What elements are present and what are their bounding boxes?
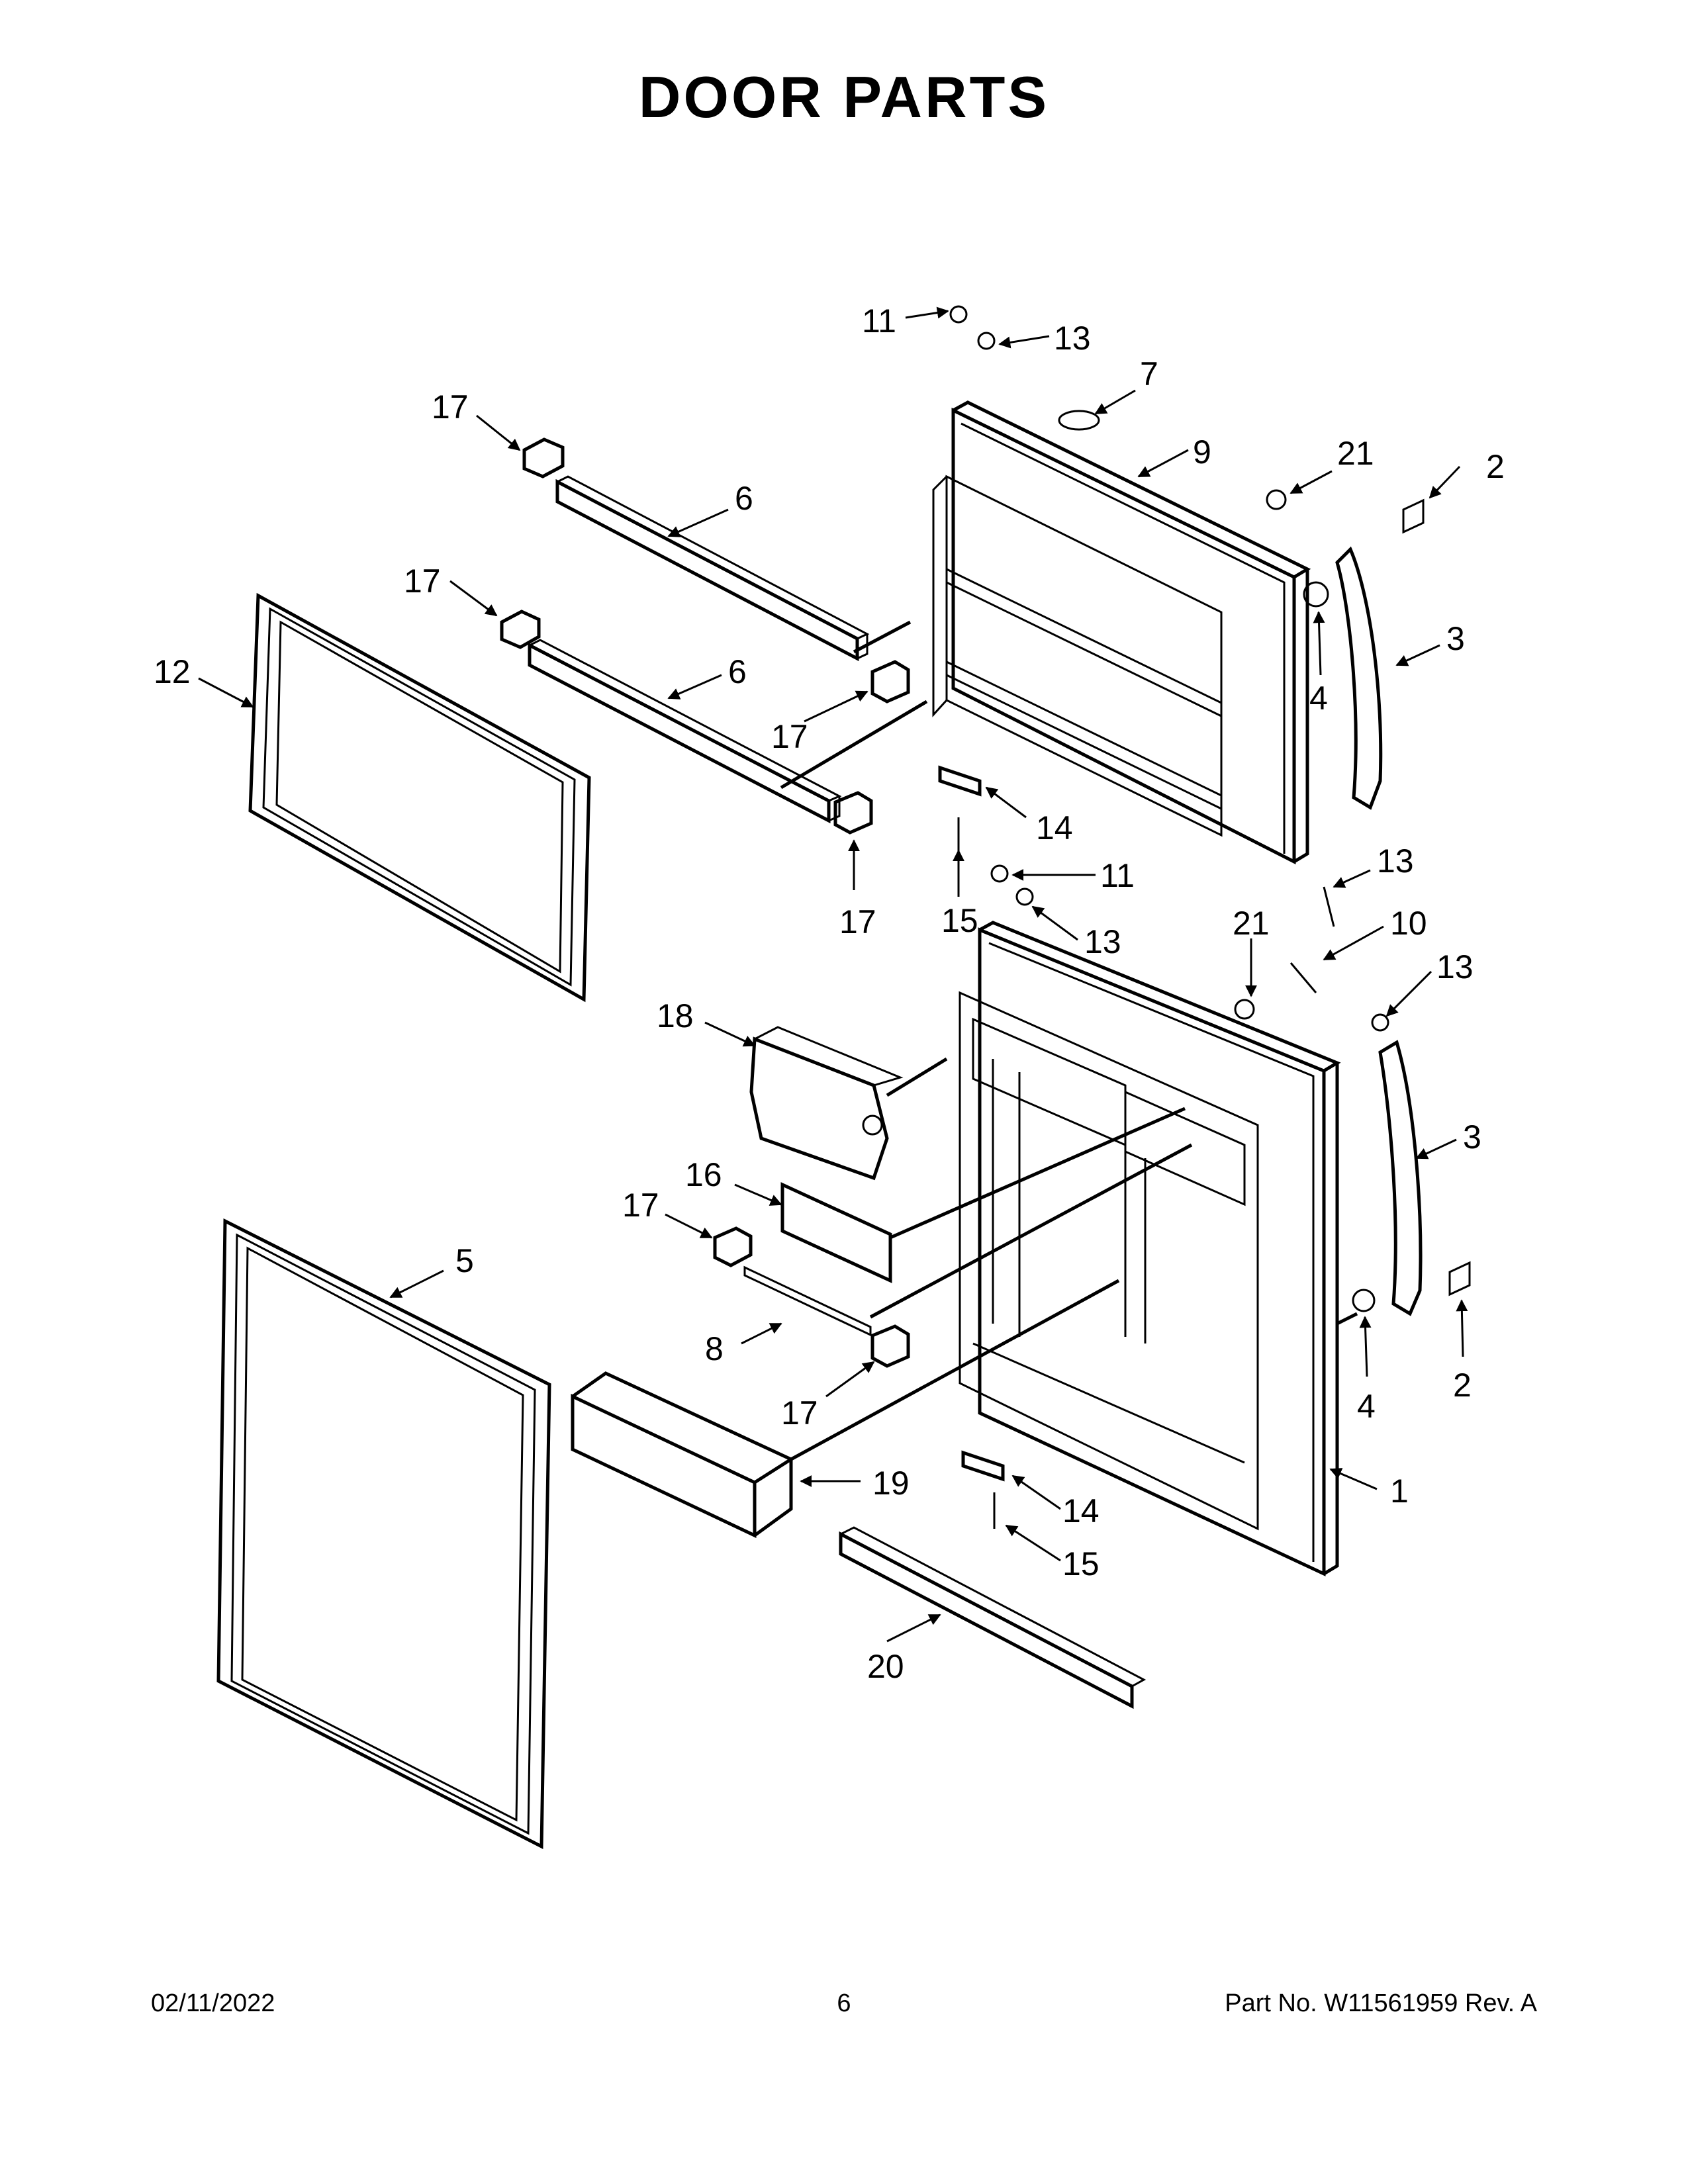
fresh-food-door-part-1 (959, 921, 1341, 1576)
callout-17: 17 (404, 563, 441, 600)
callout-20: 20 (867, 1648, 904, 1685)
dairy-door-part-18 (749, 1026, 904, 1181)
door-rail-part-6-lower (528, 639, 842, 824)
callout-17: 17 (432, 388, 469, 426)
callout-17: 17 (771, 718, 808, 755)
callout-15: 15 (1062, 1545, 1100, 1582)
callout-17: 17 (781, 1394, 818, 1432)
callout-2: 2 (1486, 448, 1505, 485)
rail-part-8 (743, 1265, 872, 1337)
callout-11: 11 (1100, 857, 1135, 894)
bottom-trim-part-20 (839, 1526, 1147, 1709)
page-title: DOOR PARTS (638, 64, 1050, 130)
callout-13: 13 (1436, 948, 1474, 985)
footer-part-number: Part No. W11561959 Rev. A (1225, 1989, 1537, 2017)
callout-11: 11 (862, 302, 896, 340)
callout-labels: 11 13 7 9 21 2 3 4 17 6 17 6 12 17 17 14… (154, 302, 1505, 1685)
callout-3: 3 (1463, 1118, 1481, 1156)
callout-15: 15 (941, 902, 978, 939)
hinge-hardware (938, 305, 1471, 1529)
callout-2: 2 (1453, 1367, 1472, 1404)
trim-part-16 (780, 1182, 892, 1283)
footer-page-number: 6 (837, 1989, 851, 2017)
callout-12: 12 (154, 653, 191, 690)
callout-8: 8 (705, 1330, 724, 1367)
footer-date: 02/11/2022 (151, 1989, 275, 2017)
door-bin-part-19 (571, 1371, 795, 1538)
callout-5: 5 (455, 1242, 474, 1279)
leader-lines (780, 620, 1358, 1461)
callout-13: 13 (1084, 923, 1121, 960)
callout-10: 10 (1390, 905, 1427, 942)
callout-1: 1 (1390, 1473, 1409, 1510)
callout-4: 4 (1357, 1388, 1376, 1425)
callout-17: 17 (839, 903, 876, 940)
callout-19: 19 (872, 1465, 910, 1502)
callout-13: 13 (1377, 842, 1414, 880)
callout-3: 3 (1446, 620, 1465, 657)
freezer-gasket-part-12 (248, 592, 591, 1003)
callout-7: 7 (1140, 355, 1158, 392)
callout-16: 16 (685, 1156, 722, 1193)
callout-9: 9 (1193, 433, 1211, 471)
callout-6: 6 (735, 480, 753, 517)
callout-6: 6 (728, 653, 747, 690)
handle-part-3-lower (1378, 1040, 1423, 1316)
callout-4: 4 (1309, 680, 1328, 717)
freezer-door-part-9 (932, 400, 1311, 865)
callout-arrows (198, 306, 1468, 1643)
fresh-food-gasket-part-5 (216, 1218, 551, 1850)
callout-21: 21 (1337, 435, 1374, 472)
callout-14: 14 (1062, 1492, 1100, 1529)
handle-part-3-upper (1335, 546, 1383, 810)
callout-17: 17 (622, 1187, 659, 1224)
callout-21: 21 (1233, 905, 1270, 942)
door-rail-part-6-upper (555, 475, 870, 662)
callout-14: 14 (1036, 809, 1073, 846)
callout-18: 18 (657, 997, 694, 1034)
callout-13: 13 (1054, 320, 1091, 357)
clip-part-17 (500, 437, 910, 1368)
